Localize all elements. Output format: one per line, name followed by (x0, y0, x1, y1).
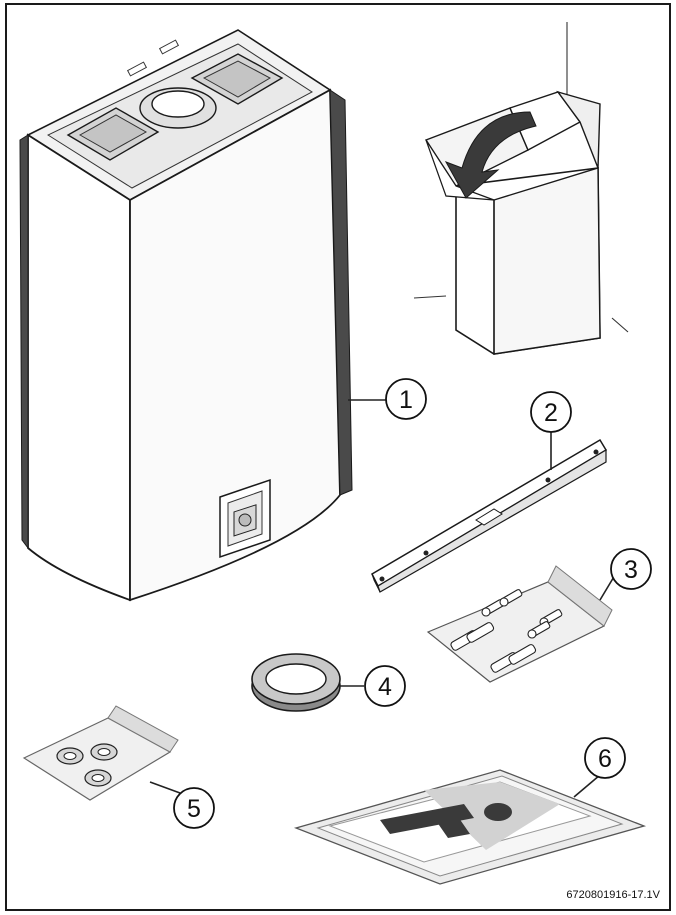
callout-number: 2 (544, 399, 558, 427)
callout-number: 4 (378, 673, 392, 701)
leader-line-5 (149, 781, 181, 794)
documentation-envelope-icon (293, 769, 647, 885)
callout-5: 5 (173, 787, 215, 829)
callout-number: 3 (624, 556, 638, 584)
screws-bag-icon (426, 565, 613, 683)
open-box-icon (413, 22, 629, 355)
leader-line-6 (573, 774, 601, 798)
callout-3: 3 (610, 548, 652, 590)
seals-bag-icon (22, 705, 179, 801)
figure-frame (5, 3, 671, 911)
callout-4: 4 (364, 665, 406, 707)
callout-number: 1 (399, 386, 413, 414)
callout-1: 1 (385, 378, 427, 420)
callout-number: 5 (187, 795, 201, 823)
callout-number: 6 (598, 745, 612, 773)
callout-2: 2 (530, 391, 572, 433)
mounting-rail-icon (371, 438, 608, 593)
sealing-ring-icon (251, 653, 341, 712)
boiler-icon (19, 29, 353, 602)
callout-6: 6 (584, 737, 626, 779)
figure-id-label: 6720801916-17.1V (566, 889, 660, 901)
